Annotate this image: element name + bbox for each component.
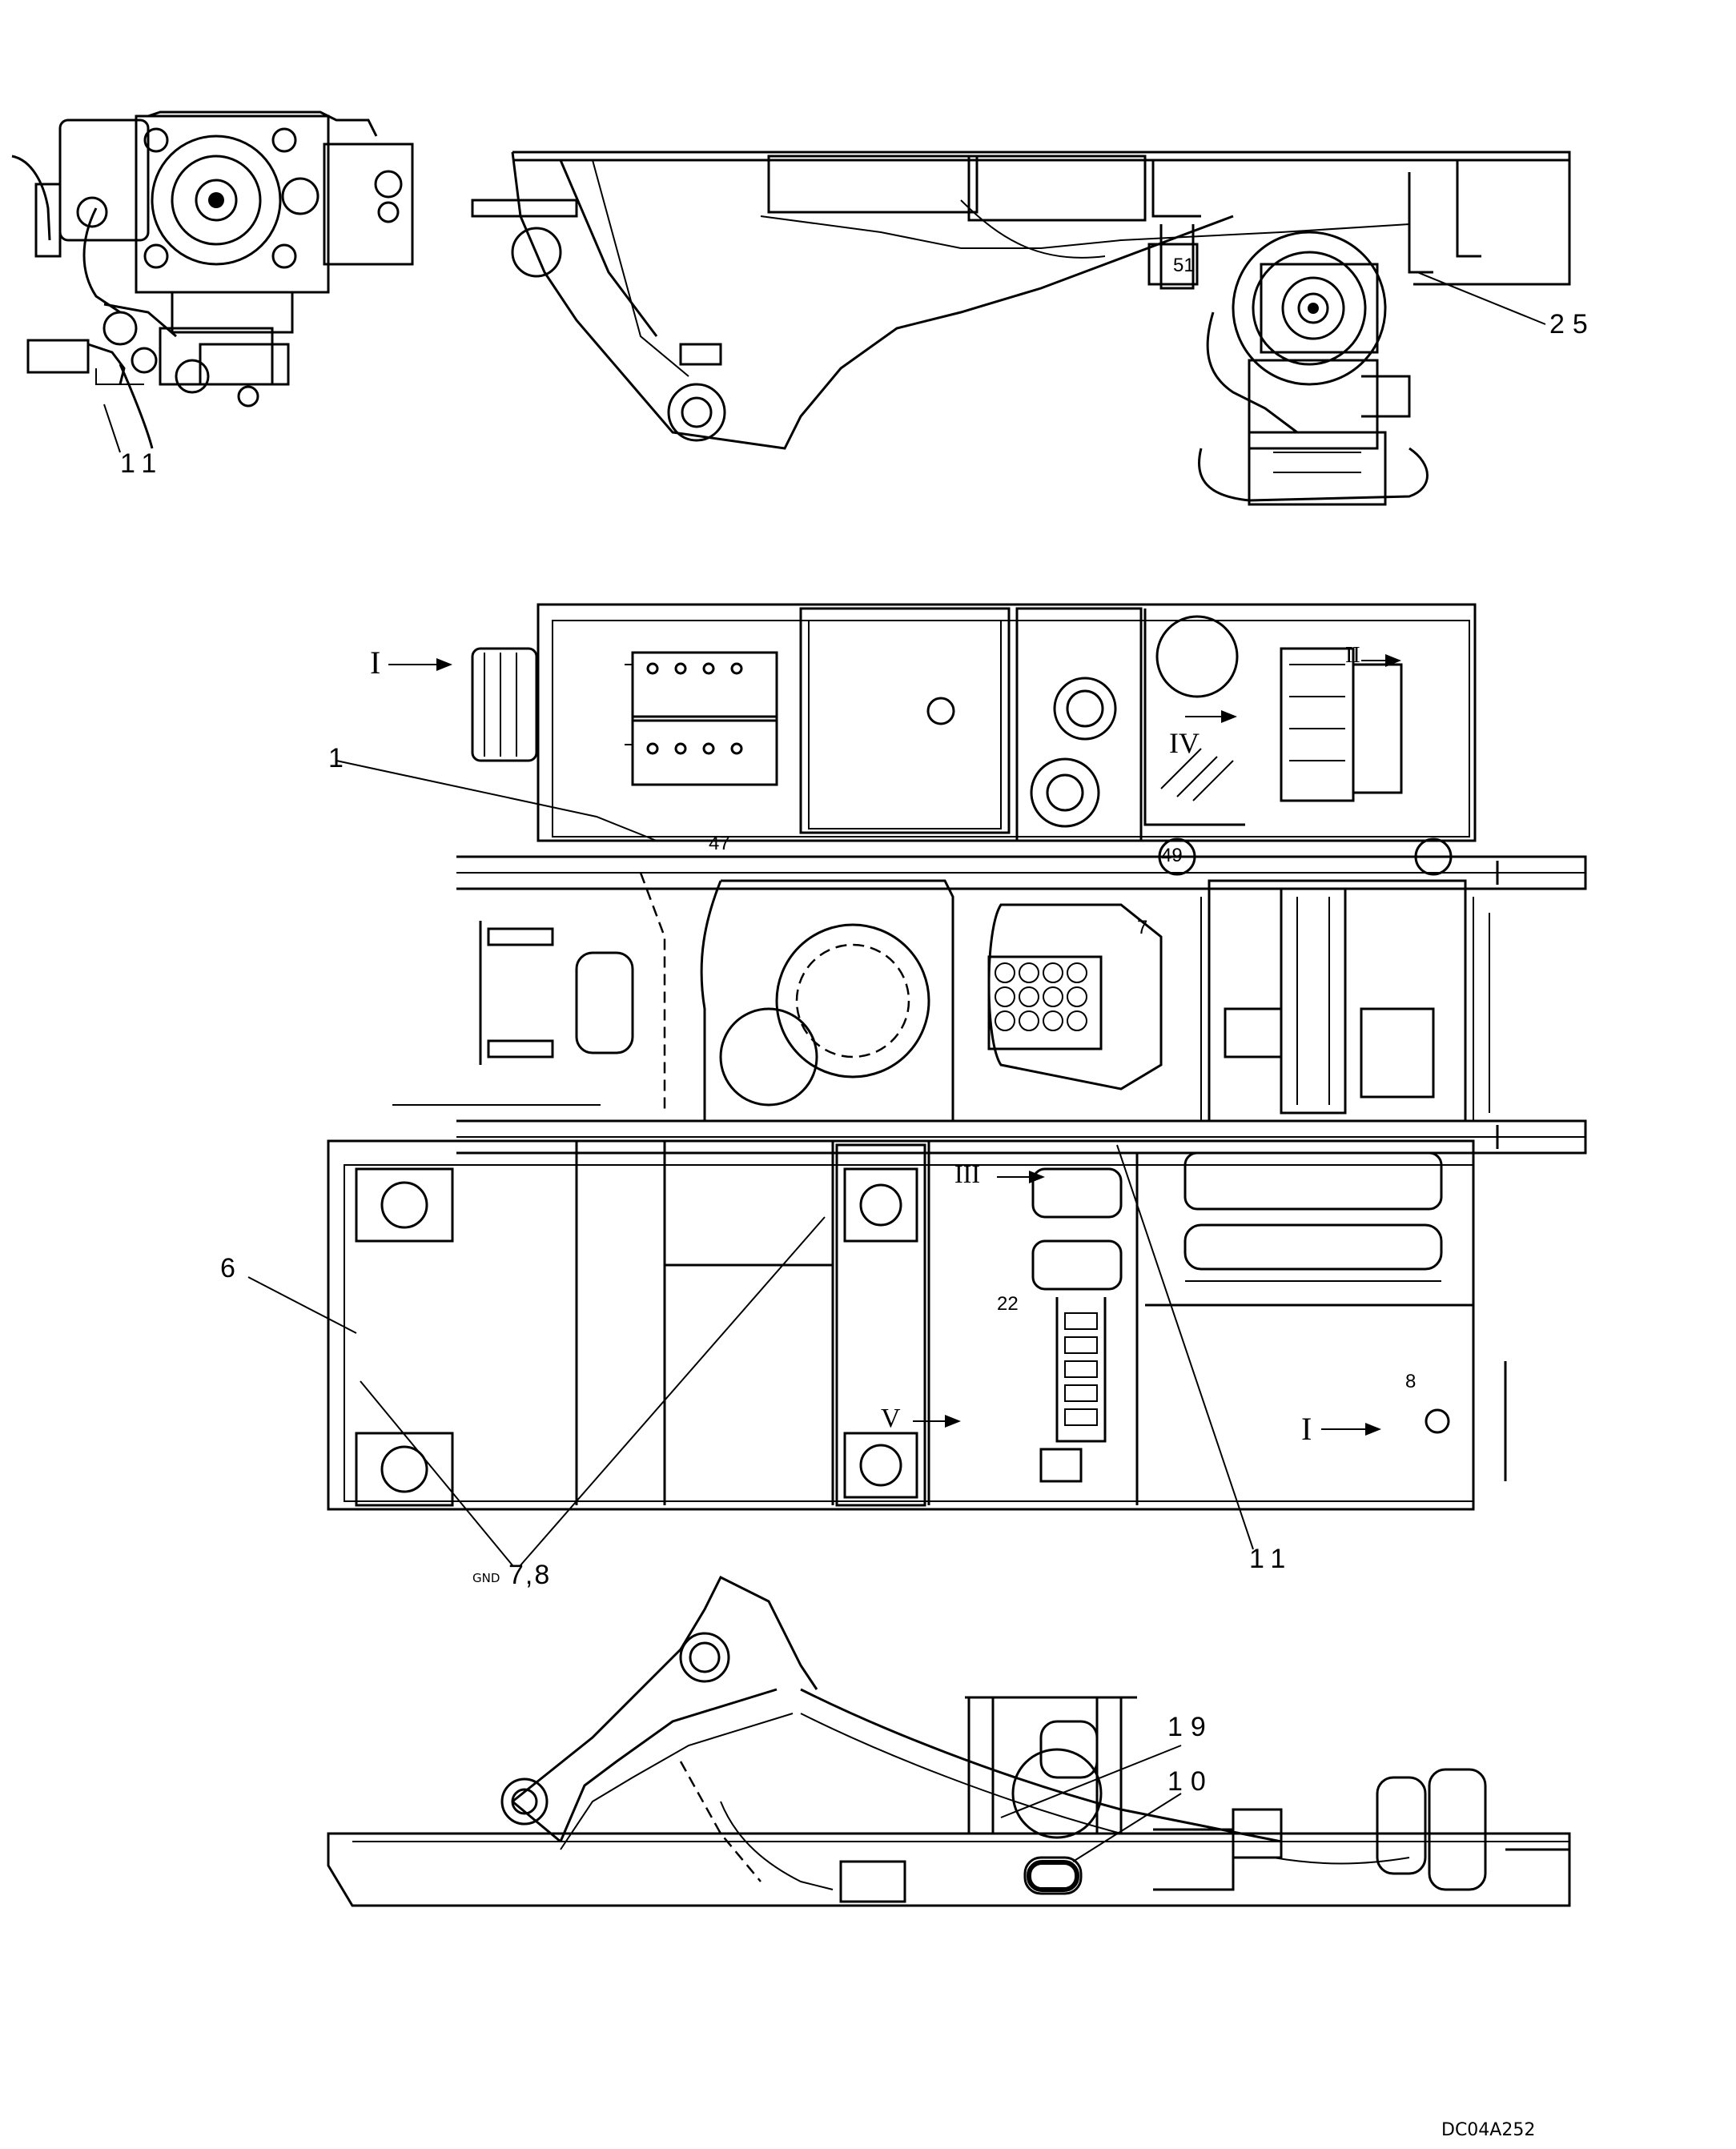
callout-7-8-prefix: GND [472,1571,500,1585]
plan-view [327,603,1587,1511]
ref-49: 49 [1161,845,1183,866]
callout-7-8: 7,8 [508,1560,552,1590]
callout-25: 25 [1549,309,1596,339]
callout-6: 6 [220,1253,243,1283]
ref-7: 7 [1137,917,1148,938]
leader-lines [103,271,1546,1862]
view-marker-I-bottom: I [1301,1411,1312,1447]
side-elevation-top [471,151,1571,506]
callout-10: 10 [1167,1766,1214,1797]
callout-1: 1 [328,743,352,773]
callout-19: 19 [1167,1712,1214,1742]
ref-8: 8 [1405,1371,1417,1392]
view-marker-I-top: I [370,645,381,681]
side-elevation-bottom [327,1575,1571,1907]
ref-22: 22 [997,1293,1019,1315]
view-marker-II: II [1345,643,1360,668]
ref-47: 47 [709,833,730,854]
pump-detail-view [11,110,414,449]
callout-11-top: 11 [120,448,165,479]
ref-51: 51 [1173,255,1195,276]
view-arrows [388,654,1401,1436]
callout-11-mid: 11 [1249,1544,1294,1574]
view-marker-V: V [881,1404,901,1433]
drawing-code: DC04A252 [1441,2120,1536,2140]
view-marker-III: III [954,1159,980,1188]
view-marker-IV: IV [1169,727,1200,759]
